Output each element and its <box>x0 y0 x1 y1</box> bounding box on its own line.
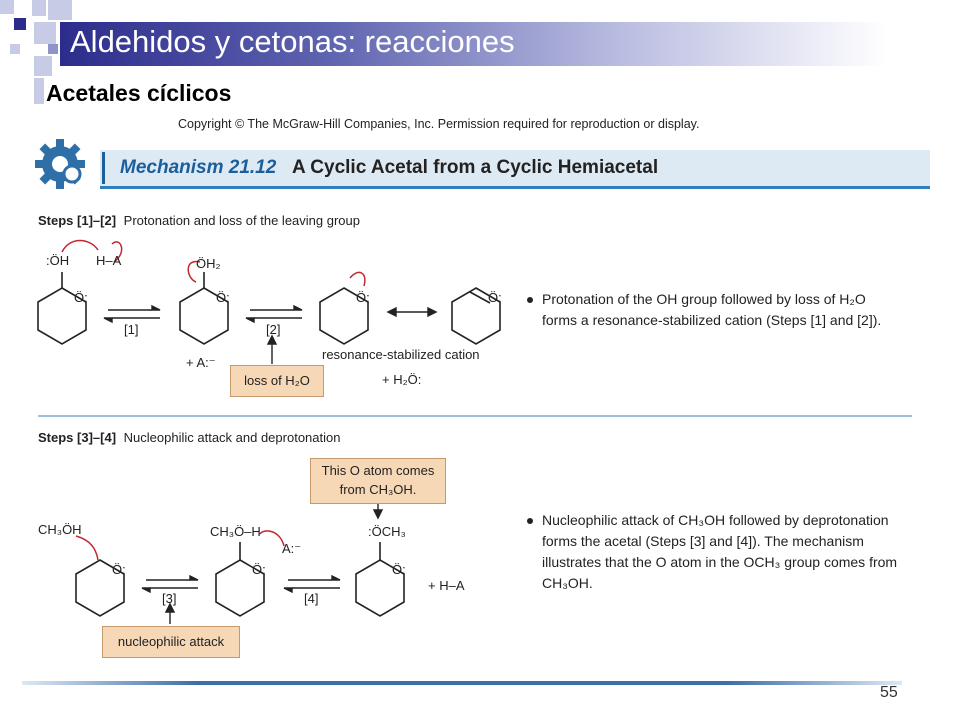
mechanism-header-bar <box>100 150 930 189</box>
reagent-ha: H–A <box>96 253 122 268</box>
resonance-label: resonance-stabilized cation <box>322 347 480 362</box>
deco-square <box>34 56 52 76</box>
deco-square <box>34 22 56 44</box>
steps-1-desc: Protonation and loss of the leaving grou… <box>123 213 360 228</box>
resonance-arrow <box>386 306 438 318</box>
deco-square <box>32 0 46 16</box>
steps-2-heading: Steps [3]–[4] Nucleophilic attack and de… <box>38 430 340 445</box>
deco-square <box>48 44 58 54</box>
slide-title: Aldehidos y cetonas: reacciones <box>70 24 515 59</box>
ring-acetal <box>355 542 405 617</box>
mechanism-title: A Cyclic Acetal from a Cyclic Hemiacetal <box>292 157 659 178</box>
ring-cation-a <box>319 287 369 345</box>
methanol: CH₃ÖH <box>38 522 82 537</box>
ring-oxygen: Ö: <box>488 290 502 305</box>
ring-intermediate <box>215 542 265 617</box>
o-atom-source-box: This O atom comes from CH₃OH. <box>310 458 446 504</box>
equilibrium-arrow-2 <box>245 304 303 324</box>
electron-arrow <box>75 530 285 561</box>
water-byproduct: + H₂Ö: <box>382 372 422 387</box>
ring-oxygen: Ö: <box>356 290 370 305</box>
steps-1-heading: Steps [1]–[2] Protonation and loss of th… <box>38 213 360 228</box>
step-1-label: [1] <box>124 322 139 337</box>
loss-of-water-box: loss of H₂O <box>230 365 324 397</box>
mechanism-divider <box>102 152 105 184</box>
nucleophilic-attack-box: nucleophilic attack <box>102 626 240 658</box>
step-3-label: [3] <box>162 591 177 606</box>
mechanism-label: Mechanism 21.12 <box>120 157 277 178</box>
title-bar <box>60 22 960 66</box>
equilibrium-arrow-1 <box>103 304 161 324</box>
note-2: Nucleophilic attack of CH₃OH followed by… <box>542 512 898 591</box>
methoxy-group: :ÖCH₃ <box>368 524 406 539</box>
electron-arrow <box>61 239 366 287</box>
box-pointer-arrow <box>164 502 384 624</box>
copyright-notice: Copyright © The McGraw-Hill Companies, I… <box>178 117 700 131</box>
deco-square <box>10 44 20 54</box>
deco-square <box>34 78 44 104</box>
step-2-label: [2] <box>266 322 281 337</box>
slide-subtitle: Acetales cíclicos <box>46 80 232 106</box>
deco-square <box>0 0 14 14</box>
ring-oxygen: Ö: <box>216 290 230 305</box>
deco-square <box>14 18 26 30</box>
bullet-icon <box>527 518 533 524</box>
gear-icon <box>35 139 85 189</box>
equilibrium-arrow-3 <box>141 574 199 594</box>
a-minus: A:⁻ <box>282 541 302 556</box>
deco-square <box>48 0 72 20</box>
ring-oxygen: Ö: <box>74 290 88 305</box>
acid-byproduct: + H–A <box>428 578 465 593</box>
protonated-oh2: ÖH₂ <box>196 256 221 271</box>
steps-2-label: Steps [3]–[4] <box>38 430 117 445</box>
equilibrium-arrow-4 <box>283 574 341 594</box>
footer-rule <box>22 681 902 685</box>
ring-cation-b <box>451 287 501 345</box>
steps-2-desc: Nucleophilic attack and deprotonation <box>123 430 341 445</box>
box-pointer-arrow <box>266 334 278 364</box>
ring-oxygen: Ö: <box>392 562 406 577</box>
ring-hemiacetal <box>37 272 87 345</box>
ring-cation-c <box>75 559 125 617</box>
bullet-icon <box>527 297 533 303</box>
step-4-label: [4] <box>304 591 319 606</box>
reagent-oh: :ÖH <box>46 253 70 268</box>
protonated-methoxy: CH₃Ö–H <box>210 524 261 539</box>
ring-oxygen: Ö: <box>252 562 266 577</box>
a-minus: + A:⁻ <box>186 355 216 370</box>
ring-oxygen: Ö: <box>112 562 126 577</box>
note-1: Protonation of the OH group followed by … <box>542 291 882 328</box>
steps-1-label: Steps [1]–[2] <box>38 213 117 228</box>
page-number: 55 <box>880 684 898 701</box>
ring-protonated <box>179 272 229 345</box>
